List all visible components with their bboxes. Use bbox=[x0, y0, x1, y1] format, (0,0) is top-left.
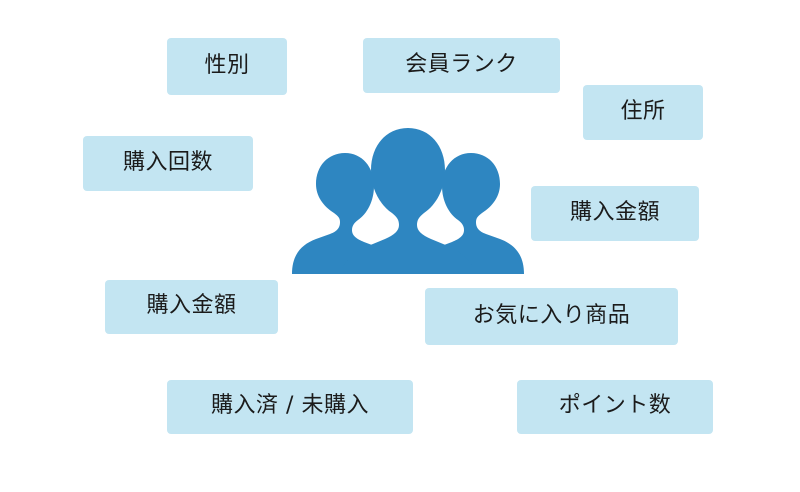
badge-gender[interactable]: 性別 bbox=[167, 38, 287, 95]
badge-purchase-count[interactable]: 購入回数 bbox=[83, 136, 253, 191]
badge-purchase-amount-right-label: 購入金額 bbox=[569, 199, 660, 225]
badge-member-rank[interactable]: 会員ランク bbox=[363, 38, 560, 93]
person-left-silhouette bbox=[292, 153, 374, 274]
person-center-silhouette bbox=[341, 128, 475, 274]
badge-address[interactable]: 住所 bbox=[583, 85, 703, 140]
badge-favorite-items[interactable]: お気に入り商品 bbox=[425, 288, 678, 345]
group-of-people-icon bbox=[288, 126, 528, 274]
badge-gender-label: 性別 bbox=[204, 52, 250, 78]
badge-points-label: ポイント数 bbox=[558, 393, 672, 418]
people-silhouette-group bbox=[292, 128, 524, 274]
badge-purchase-status[interactable]: 購入済 / 未購入 bbox=[167, 380, 413, 434]
badge-favorite-items-label: お気に入り商品 bbox=[472, 302, 631, 328]
badge-purchase-amount-left[interactable]: 購入金額 bbox=[105, 280, 278, 334]
badge-member-rank-label: 会員ランク bbox=[405, 51, 518, 77]
badge-purchase-amount-right[interactable]: 購入金額 bbox=[531, 186, 699, 241]
person-right-silhouette bbox=[442, 153, 524, 274]
badge-purchase-amount-left-label: 購入金額 bbox=[146, 293, 237, 318]
badge-address-label: 住所 bbox=[620, 98, 666, 124]
badge-points[interactable]: ポイント数 bbox=[517, 380, 713, 434]
badge-purchase-count-label: 購入回数 bbox=[122, 149, 213, 175]
badge-purchase-status-label: 購入済 / 未購入 bbox=[211, 393, 369, 418]
